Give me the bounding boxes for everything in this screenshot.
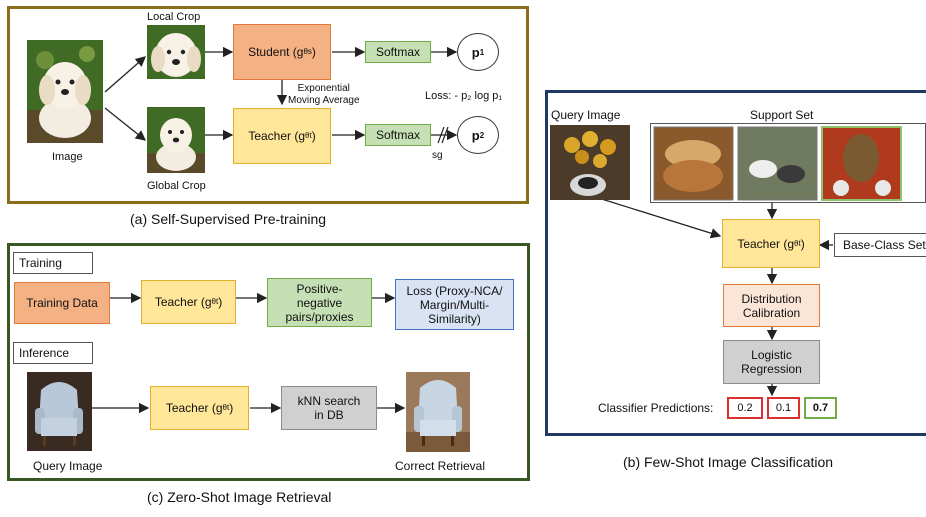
panel-self-supervised: [7, 6, 529, 204]
prediction-value-1: 0.2: [727, 397, 763, 419]
image-label: Image: [52, 151, 83, 163]
ema-label: Exponential Moving Average: [288, 83, 360, 106]
base-class-set-box: Base-Class Set: [834, 233, 926, 257]
caption-a: (a) Self-Supervised Pre-training: [130, 211, 327, 227]
training-tag: Training: [13, 252, 93, 274]
panel-few-shot: [545, 90, 926, 436]
distribution-calibration-box: Distribution Calibration: [723, 284, 820, 327]
correct-retrieval-label: Correct Retrieval: [395, 459, 486, 473]
support-set-frame: [650, 123, 926, 203]
softmax-student-box: Softmax: [365, 41, 431, 63]
query-image-chair: [27, 372, 92, 451]
caption-c: (c) Zero-Shot Image Retrieval: [147, 489, 332, 505]
knn-search-box: kNN search in DB: [281, 386, 377, 430]
training-data-box: Training Data: [14, 282, 110, 324]
loss-formula: Loss: - p₂ log p₁: [425, 90, 503, 102]
prediction-value-3: 0.7: [804, 397, 837, 419]
image-puppy-photo: [27, 40, 103, 143]
query-image-label-c: Query Image: [33, 459, 103, 473]
retrieved-image-chair: [406, 372, 470, 452]
logistic-regression-box: Logistic Regression: [723, 340, 820, 384]
local-crop-label: Local Crop: [147, 11, 201, 23]
global-crop-photo: [147, 107, 205, 173]
global-crop-label: Global Crop: [147, 180, 206, 192]
pairs-proxies-box: Positive-negative pairs/proxies: [267, 278, 372, 327]
loss-box: Loss (Proxy-NCA/ Margin/Multi-Similarity…: [395, 279, 514, 330]
caption-b: (b) Few-Shot Image Classification: [623, 454, 834, 470]
softmax-teacher-box: Softmax: [365, 124, 431, 146]
stop-gradient-label: sg: [432, 150, 443, 161]
support-set-label: Support Set: [750, 108, 814, 122]
panel-zero-shot: [7, 243, 530, 481]
prediction-value-2: 0.1: [767, 397, 800, 419]
query-image-label-b: Query Image: [551, 108, 621, 122]
classifier-predictions-label: Classifier Predictions:: [598, 401, 714, 415]
inference-tag: Inference: [13, 342, 93, 364]
local-crop-photo: [147, 25, 205, 79]
query-image-sunflowers: [550, 125, 630, 200]
